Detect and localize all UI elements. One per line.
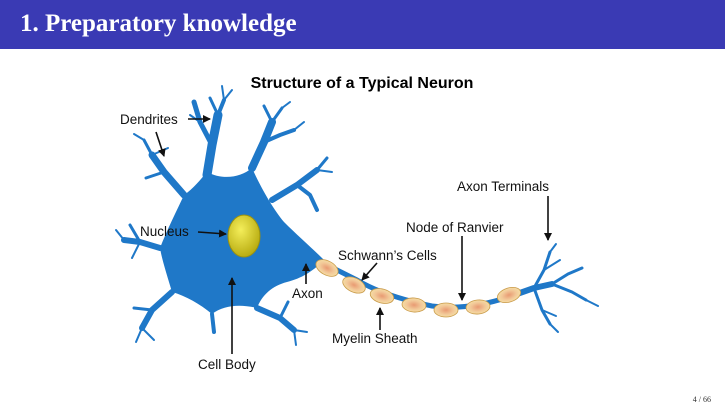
slide-header: 1. Preparatory knowledge — [0, 0, 725, 49]
myelin-segment — [496, 286, 522, 304]
neuron-diagram: Structure of a Typical Neuron — [115, 75, 599, 372]
myelin-segment — [433, 302, 459, 318]
label-myelin-sheath: Myelin Sheath — [332, 331, 418, 346]
label-axon-terminals: Axon Terminals — [457, 179, 549, 194]
label-cell-body: Cell Body — [198, 357, 256, 372]
myelin-segment — [315, 259, 339, 277]
neuron-figure: Structure of a Typical Neuron — [112, 60, 612, 385]
nucleus-arrow — [197, 229, 227, 238]
pointer-arrows — [155, 115, 552, 354]
diagram-title: Structure of a Typical Neuron — [251, 75, 474, 92]
label-schwanns-cells: Schwann’s Cells — [338, 248, 437, 263]
nucleus-shape — [227, 214, 261, 258]
myelin-sheaths — [315, 259, 522, 318]
myelin-segment — [369, 288, 395, 304]
label-nucleus: Nucleus — [140, 224, 189, 239]
label-node-of-ranvier: Node of Ranvier — [406, 220, 504, 235]
page-number: 4 / 66 — [692, 395, 711, 404]
myelin-segment — [342, 276, 366, 294]
myelin-segment — [401, 297, 427, 313]
dendrites-arrow-down — [155, 131, 166, 157]
label-axon: Axon — [292, 286, 323, 301]
dendrites-shape — [115, 85, 333, 346]
section-title: 1. Preparatory knowledge — [20, 10, 297, 37]
axon-shape — [314, 257, 525, 310]
neuron-shape — [115, 85, 599, 346]
label-dendrites: Dendrites — [120, 112, 178, 127]
schwanns-cells-arrow — [361, 262, 378, 281]
myelin-segment — [465, 299, 491, 315]
axon-terminals-shape — [514, 243, 599, 333]
